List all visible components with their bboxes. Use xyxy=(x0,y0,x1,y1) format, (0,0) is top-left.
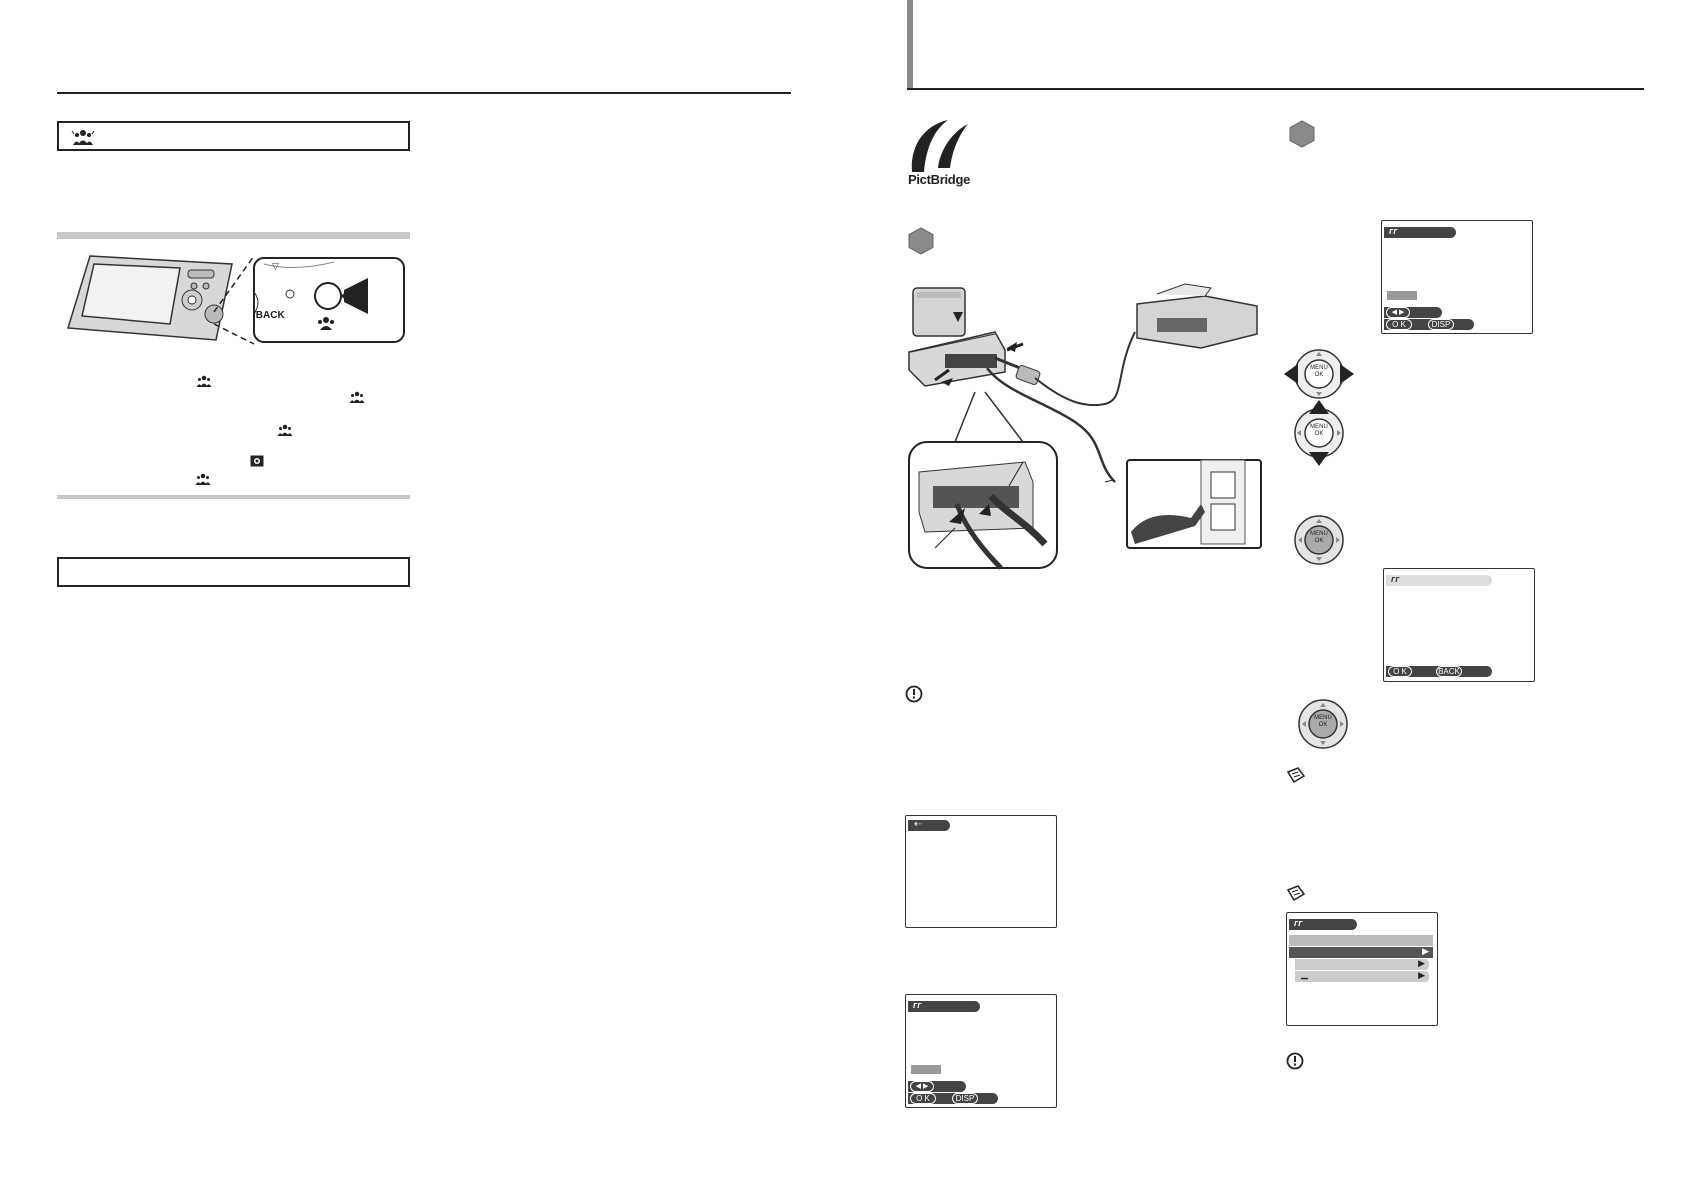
left-right-arrows: ◀ ▶ xyxy=(910,1081,934,1092)
chevron-right-icon: ▶ xyxy=(1418,958,1425,968)
pictbridge-icon: ᴦᴦ xyxy=(1391,574,1400,584)
back-button-label: /BACK xyxy=(253,310,285,321)
usb-screen-title-bar: ⇠ xyxy=(908,819,950,831)
people-group-icon xyxy=(195,374,213,388)
camera-icon xyxy=(250,455,264,467)
caution-icon xyxy=(905,685,923,703)
left-heading-box-2 xyxy=(57,557,410,587)
ok-label: OK xyxy=(1318,722,1328,728)
menu-item-2[interactable]: ▶ xyxy=(1289,946,1433,958)
chevron-right-icon: ▶ xyxy=(1418,970,1425,980)
right-page-side-bar xyxy=(907,0,913,90)
svg-text:▽: ▽ xyxy=(272,261,279,271)
left-section-rule-top xyxy=(57,232,410,239)
memo-icon xyxy=(1286,766,1306,784)
people-group-icon xyxy=(276,423,294,437)
pictbridge-screen-title-bar: ᴦᴦ xyxy=(908,1000,980,1012)
menu-ok-press-illustration-2: MENU OK xyxy=(1297,698,1349,750)
pictbridge-screen-title-bar: ᴦᴦ xyxy=(1384,226,1456,238)
ok-back-pill: O K BACK xyxy=(1386,666,1492,677)
menu-item-1[interactable] xyxy=(1289,935,1433,946)
ok-label: OK xyxy=(1314,431,1324,437)
step-badge-1 xyxy=(907,227,935,255)
usb-mode-screen: ⇠ xyxy=(905,815,1057,928)
ok-button-label: O K xyxy=(1388,666,1412,677)
right-header-rule xyxy=(907,88,1644,90)
menu-item-4[interactable]: ▁ ▶ xyxy=(1295,969,1429,982)
menu-item-3[interactable]: ▶ xyxy=(1295,958,1429,970)
menu-label: MENU xyxy=(1310,365,1328,371)
menu-screen-title-bar: ᴦᴦ xyxy=(1289,918,1357,930)
memo-icon xyxy=(1286,884,1306,902)
ok-disp-pill: O K DISP xyxy=(908,1093,998,1104)
ok-label: OK xyxy=(1314,372,1324,378)
camera-illustration: ▽ xyxy=(64,252,409,348)
dpad-up-down-illustration: MENU OK xyxy=(1290,400,1348,466)
left-section-rule-bottom xyxy=(57,495,410,499)
ok-button-label: O K xyxy=(1386,319,1412,330)
people-group-icon xyxy=(194,472,212,486)
menu-label: MENU xyxy=(1310,531,1328,537)
left-heading-box-1 xyxy=(57,121,410,151)
ok-button-label: O K xyxy=(910,1093,936,1104)
printer-connection-illustration xyxy=(905,282,1265,572)
back-button-label: BACK xyxy=(1436,666,1462,677)
people-group-icon xyxy=(348,390,366,404)
disp-button-label: DISP xyxy=(952,1093,978,1104)
pictbridge-icon xyxy=(911,120,968,172)
disp-button-label: DISP xyxy=(1428,319,1454,330)
ok-label: OK xyxy=(1314,538,1324,544)
confirm-title-bar: ᴦᴦ xyxy=(1386,574,1492,586)
pictbridge-menu-screen: ᴦᴦ ▶ ▶ ▁ ▶ xyxy=(1286,912,1438,1026)
menu-label: MENU xyxy=(1314,715,1332,721)
selection-marker xyxy=(1387,291,1417,300)
pictbridge-screen-1: ᴦᴦ ◀ ▶ O K DISP xyxy=(905,994,1057,1108)
menu-ok-label: MENU OK xyxy=(1308,424,1330,438)
people-group-icon xyxy=(71,128,95,146)
caution-icon xyxy=(1286,1052,1304,1070)
left-right-arrows: ◀ ▶ xyxy=(1386,307,1410,318)
dpad-left-right-illustration: MENU OK xyxy=(1284,346,1354,402)
pictbridge-screen-2: ᴦᴦ ◀ ▶ O K DISP xyxy=(1381,220,1533,334)
menu-ok-label: MENU OK xyxy=(1308,531,1330,545)
selection-marker xyxy=(911,1065,941,1074)
pictbridge-logo: PictBridge xyxy=(908,118,978,190)
ok-disp-pill: O K DISP xyxy=(1384,319,1474,330)
pictbridge-icon: ᴦᴦ xyxy=(1389,226,1398,236)
left-header-rule xyxy=(57,92,791,94)
step-badge-2 xyxy=(1288,120,1316,148)
camera-body-drawing xyxy=(67,255,233,341)
chevron-right-icon: ▶ xyxy=(1422,946,1429,956)
printer-icon: ▁ xyxy=(1301,969,1308,979)
pictbridge-confirm-screen: ᴦᴦ O K BACK xyxy=(1383,568,1535,682)
pictbridge-logo-text: PictBridge xyxy=(908,172,971,187)
pictbridge-icon: ᴦᴦ xyxy=(913,1000,922,1010)
arrows-pill: ◀ ▶ xyxy=(1384,307,1442,318)
usb-icon: ⇠ xyxy=(914,819,923,830)
menu-ok-label: MENU OK xyxy=(1308,365,1330,379)
menu-label: MENU xyxy=(1310,424,1328,430)
menu-ok-press-illustration-1: MENU OK xyxy=(1293,514,1345,566)
menu-ok-label: MENU OK xyxy=(1312,715,1334,729)
pictbridge-icon: ᴦᴦ xyxy=(1294,918,1303,928)
arrows-pill: ◀ ▶ xyxy=(908,1081,966,1092)
